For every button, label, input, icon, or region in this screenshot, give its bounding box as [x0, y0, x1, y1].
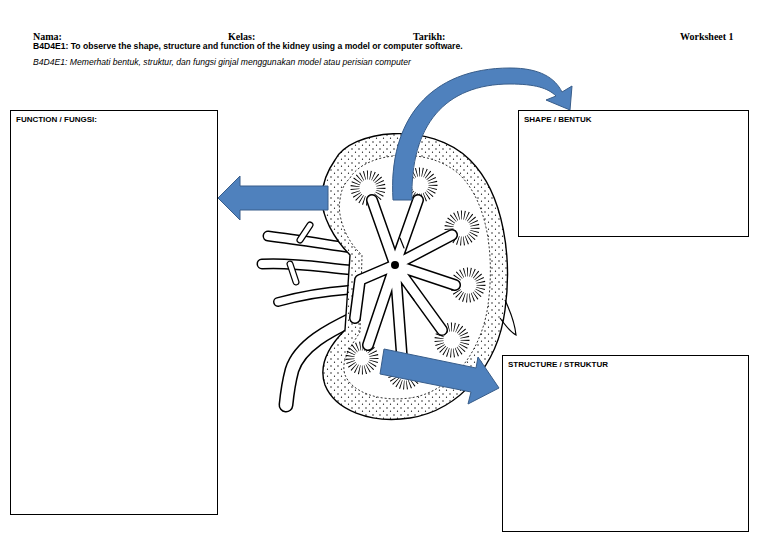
box-heading: FUNCTION / FUNGSI: [16, 115, 212, 124]
answer-box: SHAPE / BENTUK [518, 110, 749, 237]
answer-box: STRUCTURE / STRUKTUR [502, 355, 749, 532]
kidney-outline [322, 134, 508, 420]
form-field: Kelas: [228, 31, 255, 42]
cortex-dots [322, 134, 508, 420]
box-heading: SHAPE / BENTUK [524, 115, 743, 124]
capsule-edge [500, 300, 516, 335]
pyramid-centres [356, 178, 475, 379]
renal-pyramids [350, 172, 481, 385]
box-heading: STRUCTURE / STRUKTUR [508, 360, 743, 369]
form-field: Tarikh: [413, 31, 445, 42]
worksheet-number: Worksheet 1 [680, 31, 734, 42]
form-field: Nama: [33, 31, 62, 42]
renal-pelvis [355, 200, 455, 358]
answer-box: FUNCTION / FUNGSI: [10, 110, 218, 515]
objective-malay: B4D4E1: Memerhati bentuk, struktur, dan … [33, 57, 411, 67]
objective-title: B4D4E1: To observe the shape, structure … [33, 41, 463, 51]
